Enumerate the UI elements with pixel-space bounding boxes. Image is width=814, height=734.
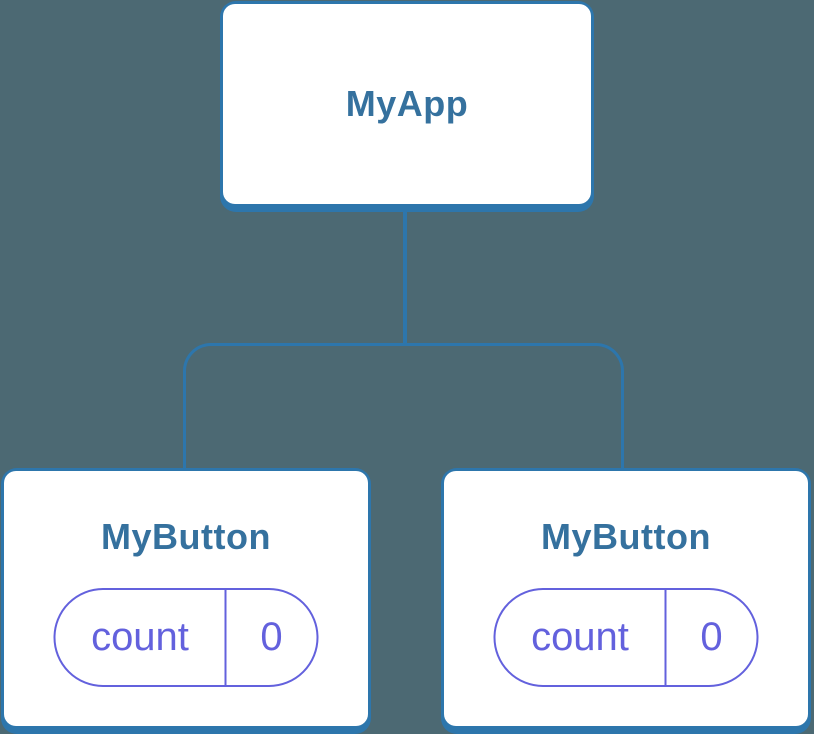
component-card: MyApp [223, 4, 591, 204]
component-card: MyButton count 0 [444, 471, 808, 726]
state-pill: count 0 [53, 588, 319, 687]
connector-stem-line [403, 208, 407, 346]
component-node-myapp: MyApp [220, 1, 594, 212]
state-value: 0 [260, 615, 283, 659]
connector-branch-bracket [183, 343, 624, 471]
component-node-mybutton-2: MyButton count 0 [441, 468, 811, 734]
component-title: MyButton [541, 516, 711, 557]
component-title: MyButton [101, 516, 271, 557]
state-name: count [56, 590, 227, 685]
state-pill: count 0 [493, 588, 759, 687]
component-title: MyApp [345, 83, 469, 125]
state-name: count [496, 590, 667, 685]
component-node-mybutton-1: MyButton count 0 [1, 468, 371, 734]
state-value: 0 [700, 615, 723, 659]
component-card: MyButton count 0 [4, 471, 368, 726]
